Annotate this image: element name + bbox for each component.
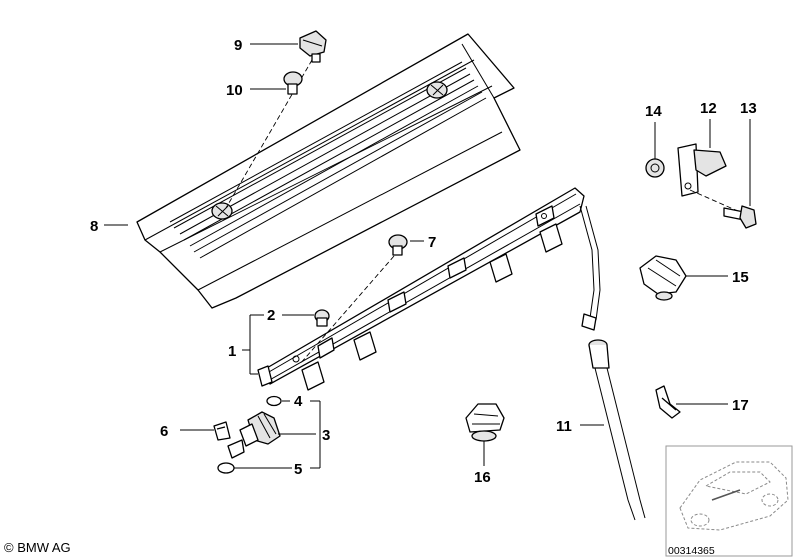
callout-10: 10 [226,82,243,99]
callout-2: 2 [267,307,275,324]
injector-3 [227,411,281,459]
bolt-13 [723,205,757,229]
callout-15: 15 [732,269,749,286]
copyright-text: © BMW AG [4,540,71,555]
callout-17: 17 [732,397,749,414]
callout-1: 1 [228,343,236,360]
callout-12: 12 [700,100,717,117]
clip-16 [465,403,505,442]
clip-15 [639,255,687,301]
callout-labels: 9 10 8 7 2 1 4 3 6 5 11 14 12 13 15 16 1… [90,37,757,486]
cap-2 [314,309,330,327]
callout-4: 4 [294,393,303,410]
callout-6: 6 [160,423,168,440]
screw-9 [299,30,327,63]
o-ring-4 [266,395,282,407]
callout-14: 14 [645,103,662,120]
callout-16: 16 [474,469,491,486]
o-ring-5 [217,462,235,474]
callout-13: 13 [740,100,757,117]
clamp-17 [655,385,681,419]
callout-7: 7 [428,234,436,251]
callout-8: 8 [90,218,98,235]
fuel-line-11 [579,205,646,521]
bracket-12 [677,143,727,197]
clip-6 [213,421,231,441]
fuel-rail [257,187,585,391]
vehicle-thumbnail: 00314365 [665,445,793,557]
callout-11: 11 [556,418,572,435]
callout-3: 3 [322,427,330,444]
leader-lines [104,43,751,469]
grommet-14 [645,158,665,178]
callout-9: 9 [234,37,242,54]
callout-5: 5 [294,461,302,478]
grommet-10 [283,71,303,95]
reference-number: 00314365 [668,545,715,557]
dashed-line-13 [689,189,741,213]
cap-7 [388,234,408,256]
